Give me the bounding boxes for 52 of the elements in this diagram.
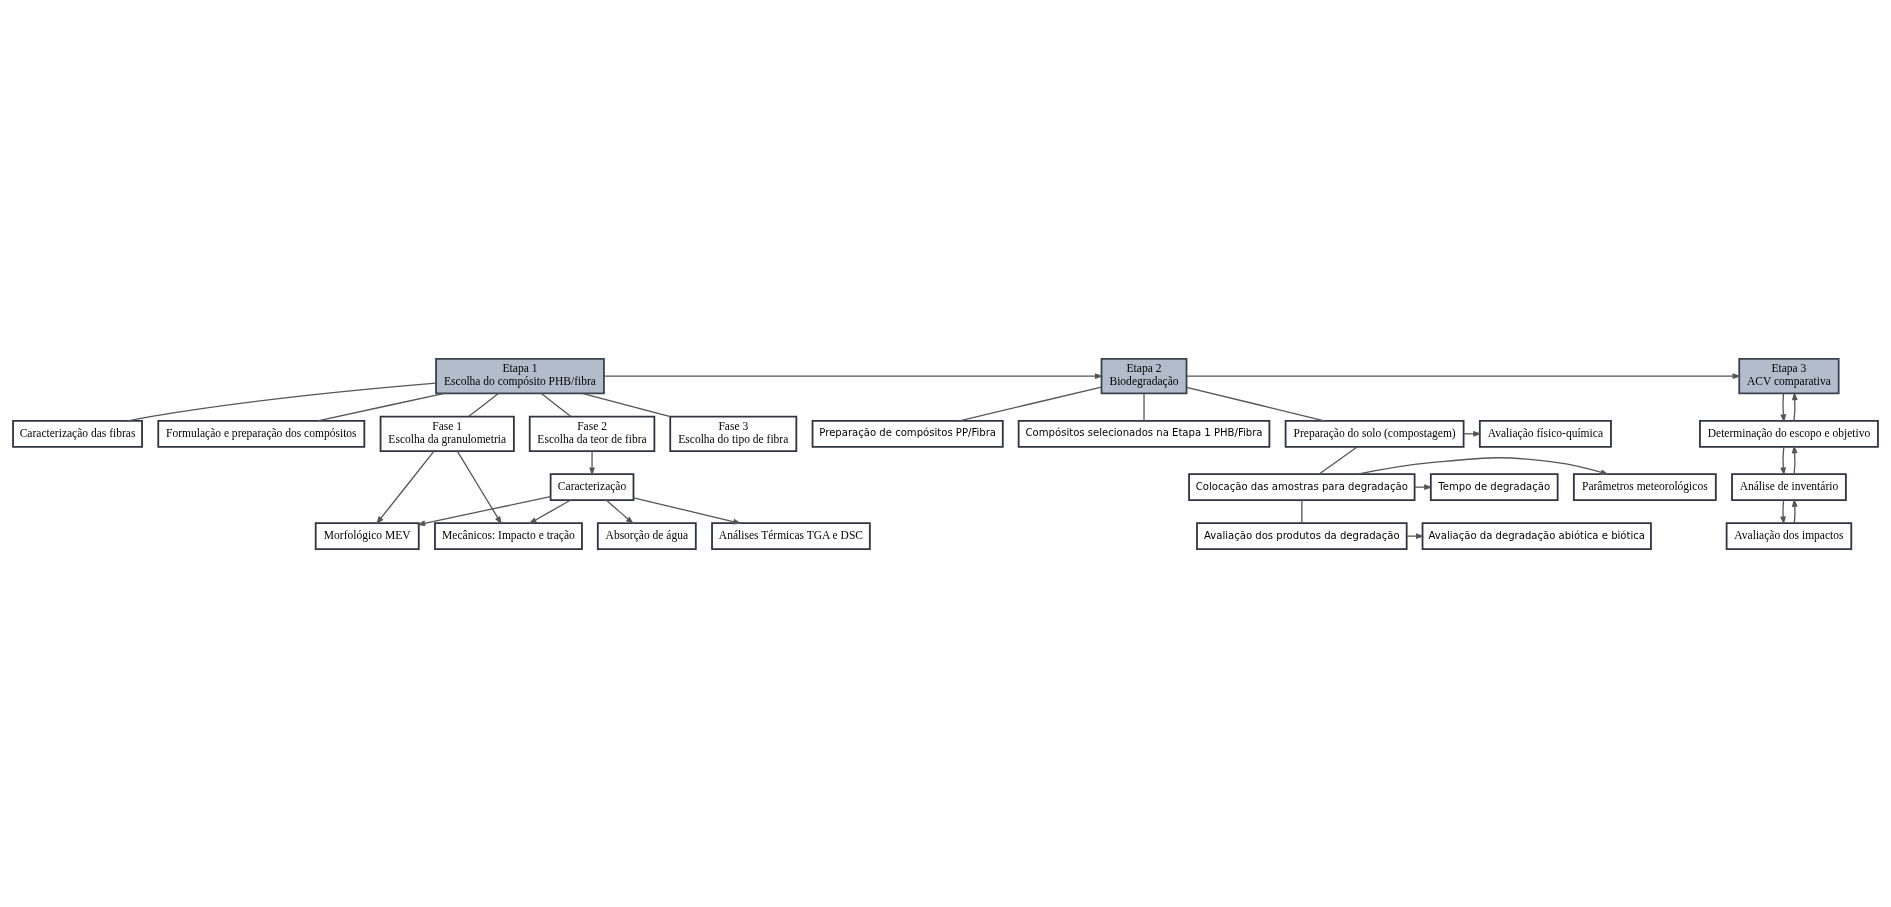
node-box: Avaliação dos produtos da degradação <box>1196 521 1408 550</box>
node-box: Mecânicos: Impacto e tração <box>434 521 583 550</box>
connector <box>1143 392 1145 421</box>
connector <box>317 392 445 421</box>
arrow <box>589 450 595 476</box>
arrow <box>603 372 1104 379</box>
node-box: Avaliação da degradação abiótica e biótica <box>1421 521 1652 550</box>
arrow <box>375 450 435 524</box>
node-box: Formulação e preparação dos compósitos <box>157 419 366 448</box>
connector <box>1301 499 1303 523</box>
node-box: Preparação do solo (compostagem) <box>1284 419 1465 448</box>
connector <box>958 385 1103 421</box>
arrow <box>1791 391 1798 421</box>
node-box: Preparação de compósitos PP/Fibra <box>811 419 1004 448</box>
connector <box>1318 445 1358 475</box>
node-box: Etapa 2 Biodegradação <box>1100 357 1188 394</box>
arrow <box>632 496 742 524</box>
arrow <box>1406 532 1425 539</box>
connector <box>540 392 572 417</box>
connector <box>1185 386 1325 421</box>
node-box: Determinação do escopo e objetivo <box>1699 419 1879 448</box>
node-box: Tempo de degradação <box>1429 472 1559 501</box>
node-box: Morfológico MEV <box>314 521 420 550</box>
node-box: Absorção de água <box>596 521 697 550</box>
arrow <box>1791 444 1798 474</box>
arrow <box>1357 456 1609 475</box>
node-box: Parâmetros meteorológicos <box>1572 472 1717 501</box>
connector <box>468 392 499 417</box>
arrow <box>528 499 571 524</box>
arrow <box>456 450 502 525</box>
connector <box>127 381 437 421</box>
arrow <box>605 499 634 524</box>
node-box: Fase 3 Escolha do tipo de fibra <box>669 415 798 452</box>
node-box: Avaliação físico-química <box>1478 419 1612 448</box>
node-box: Análise de inventário <box>1731 472 1847 501</box>
node-box: Avaliação dos impactos <box>1725 521 1853 550</box>
node-box: Fase 1 Escolha da granulometria <box>379 415 515 452</box>
node-box: Caracterização das fibras <box>12 419 143 448</box>
node-box: Compósitos selecionados na Etapa 1 PHB/Fibra <box>1017 419 1271 448</box>
node-box: Fase 2 Escolha da teor de fibra <box>528 415 656 452</box>
arrow <box>1780 445 1787 476</box>
arrow <box>1780 392 1787 423</box>
node-box: Caracterização <box>549 472 635 501</box>
arrow <box>1414 483 1433 490</box>
arrow <box>1186 372 1741 379</box>
arrow <box>1780 499 1786 525</box>
node-box: Análises Térmicas TGA e DSC <box>711 521 871 550</box>
node-box: Colocação das amostras para degradação <box>1188 472 1416 501</box>
arrow <box>416 495 552 526</box>
node-box: Etapa 1 Escolha do compósito PHB/fibra <box>435 357 605 394</box>
connector <box>582 392 671 417</box>
node-box: Etapa 3 ACV comparativa <box>1738 357 1840 394</box>
